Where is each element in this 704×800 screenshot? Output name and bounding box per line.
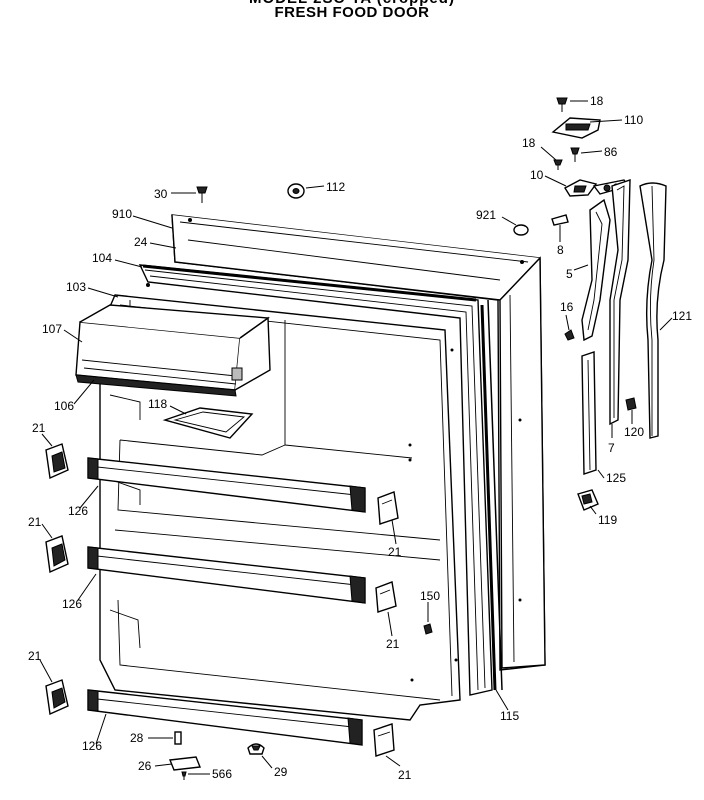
callout-21-f: 21: [398, 768, 412, 782]
callout-125: 125: [606, 471, 626, 485]
end-cap-left-2: [45, 535, 69, 574]
callout-29: 29: [274, 765, 288, 779]
door-shelf-lower: [87, 689, 363, 746]
callout-24: 24: [134, 235, 148, 249]
handle-assembly: [577, 179, 667, 511]
callout-110: 110: [624, 113, 643, 127]
callout-921: 921: [476, 208, 496, 222]
callout-7: 7: [608, 441, 615, 455]
callout-103: 103: [66, 280, 86, 294]
callout-107: 107: [42, 322, 62, 336]
end-cap-left-1: [45, 443, 69, 480]
hinge-hardware: [196, 97, 637, 635]
small-parts-bottom: [169, 731, 265, 780]
diagram-title: MODEL 2SC-TA (cropped): [0, 0, 704, 7]
callout-28: 28: [130, 731, 144, 745]
end-cap-left-3: [45, 679, 69, 716]
callout-5: 5: [566, 267, 573, 281]
tray-118: [162, 407, 254, 439]
callout-21-b: 21: [28, 515, 42, 529]
callout-labels: 18 110 18 86 10 30 112 910 921 24 8 104 …: [28, 94, 692, 782]
callout-8: 8: [557, 243, 564, 257]
callout-910: 910: [112, 207, 132, 221]
door-shelf-middle: [87, 546, 366, 604]
end-cap-right-1: [377, 491, 399, 525]
dairy-compartment-door: [75, 304, 271, 397]
callout-566: 566: [212, 767, 232, 781]
callout-126-upper: 126: [68, 504, 88, 518]
callout-21-e: 21: [28, 649, 42, 663]
door-inner-liner: [99, 283, 461, 721]
callout-18-top: 18: [590, 94, 604, 108]
door-shelf-upper: [87, 457, 366, 513]
callout-106: 106: [54, 399, 74, 413]
callout-26: 26: [138, 759, 152, 773]
callout-86: 86: [604, 145, 618, 159]
callout-112: 112: [326, 180, 345, 194]
callout-118: 118: [148, 397, 167, 411]
callout-21-c: 21: [388, 545, 402, 559]
leader-lines: [39, 100, 673, 775]
callout-150: 150: [420, 589, 440, 603]
callout-21-d: 21: [386, 637, 400, 651]
shelf-end-caps: [45, 443, 399, 757]
diagram-subtitle: FRESH FOOD DOOR: [274, 4, 430, 21]
end-cap-right-3: [373, 723, 395, 757]
door-outer-panel: [171, 214, 546, 671]
callout-119: 119: [598, 513, 617, 527]
door-gasket: [138, 264, 503, 696]
callout-16: 16: [560, 300, 574, 314]
end-cap-right-2: [375, 581, 397, 613]
callout-18-mid: 18: [522, 136, 536, 150]
callout-10: 10: [530, 168, 544, 182]
callout-120: 120: [624, 425, 644, 439]
callout-115: 115: [500, 709, 519, 723]
callout-104: 104: [92, 251, 112, 265]
callout-126-middle: 126: [62, 597, 82, 611]
callout-121: 121: [672, 309, 692, 323]
callout-30: 30: [154, 187, 168, 201]
callout-126-lower: 126: [82, 739, 102, 753]
callout-21-a: 21: [32, 421, 46, 435]
